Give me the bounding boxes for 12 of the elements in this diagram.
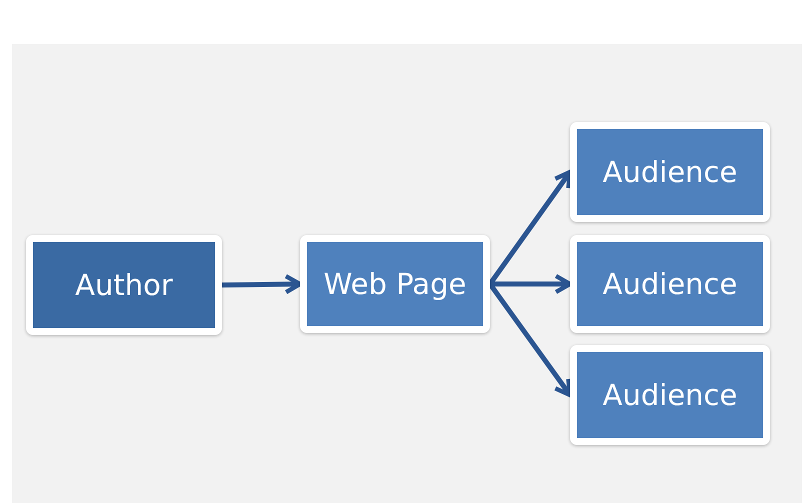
arrow [222, 274, 302, 294]
box-label: Author [75, 268, 173, 302]
process-box [26, 235, 222, 335]
box-label: Audience [602, 267, 738, 301]
box-label: Audience [602, 155, 738, 189]
arrow [490, 274, 572, 294]
process-box [570, 235, 770, 333]
process-box [570, 345, 770, 445]
box-label: Audience [602, 378, 738, 412]
process-box [300, 235, 490, 333]
process-box [570, 122, 770, 222]
box-label: Web Page [324, 267, 466, 301]
